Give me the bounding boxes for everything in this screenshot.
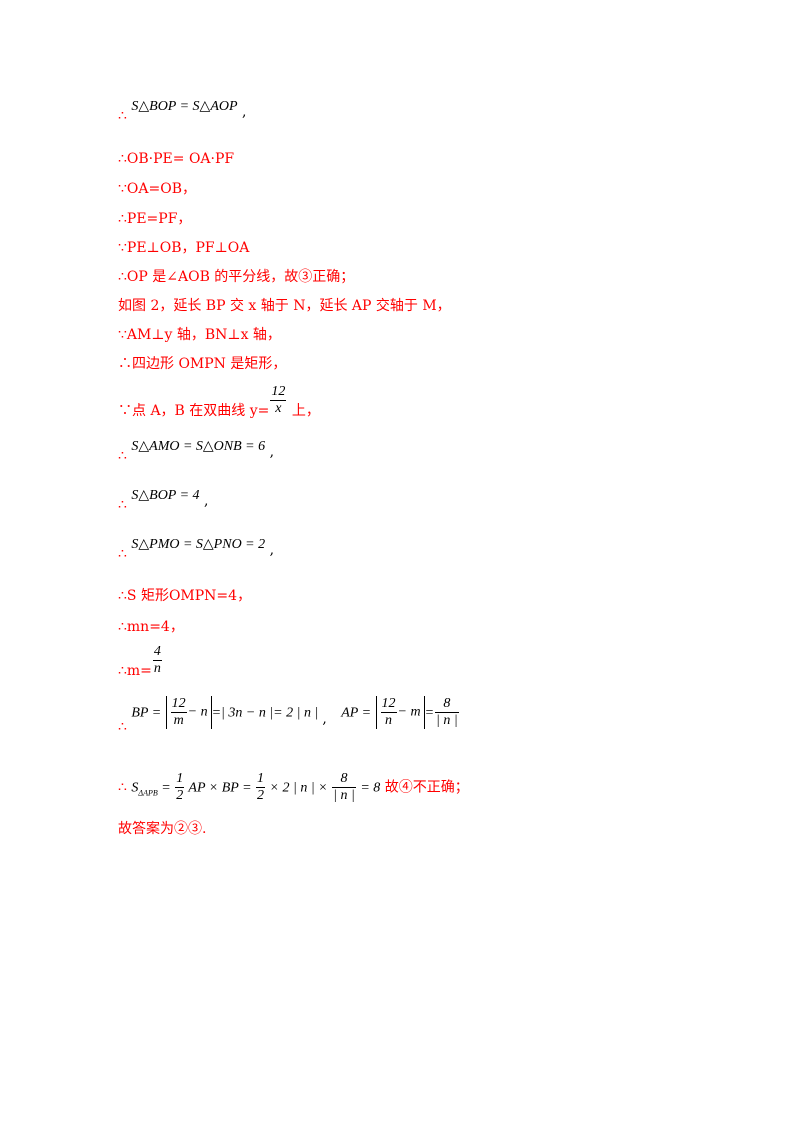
line-4: ∴PE=PF， [118,211,192,227]
fraction-numerator: 8 [332,771,356,788]
line-14: ∴S 矩形OMPN=4， [118,588,252,604]
line-11: ∴ S△AMO = S△ONB = 6 , [118,437,274,464]
line-7: 如图 2，延长 BP 交 x 轴于 N，延长 AP 交轴于 M， [118,298,451,314]
fraction-denominator: | n | [436,713,458,728]
equals-8: = 8 [356,780,381,796]
line-6: ∴OP 是∠AOB 的平分线，故③正确； [118,269,355,285]
fraction-denominator: n [385,713,393,728]
area-equation: S△BOP = 4 [131,488,200,503]
fraction-numerator: 1 [175,771,185,788]
fraction-denominator: | n | [333,788,355,803]
line-13: ∴ S△PMO = S△PNO = 2 , [118,535,274,562]
fraction-numerator: 4 [152,644,162,661]
therefore-symbol: ∴ [118,718,127,735]
line-1: ∴ S△BOP = S△AOP , [118,97,246,124]
fraction-numerator: 1 [256,771,266,788]
ap-abs-tail: − m [397,704,421,720]
therefore-symbol: ∴ [118,448,127,464]
therefore-symbol: ∴ [118,497,127,513]
bp-abs-tail: − n [187,704,208,720]
comma: , [269,542,275,558]
bp-result: =| 3n − n |= 2 | n | [211,705,319,721]
ap-equals: = [424,705,435,721]
therefore-symbol: ∴ [118,108,127,124]
line-8: ∵AM⊥y 轴，BN⊥x 轴， [118,327,281,343]
therefore-symbol: ∴ [118,546,127,562]
line-5: ∵PE⊥OB，PF⊥OA [118,240,250,256]
area-equation: S△PMO = S△PNO = 2 [131,537,266,552]
comma-separator: , [322,710,327,727]
ap-prefix: AP = [341,705,372,721]
fraction-numerator: 8 [435,696,459,713]
area-subscript: ΔAPB [138,788,158,798]
area-equation: S△BOP = S△AOP [131,99,238,114]
fraction-denominator: x [275,401,282,416]
line-19-answer: 故答案为②③. [118,821,207,837]
line-15: ∴mn=4， [118,619,184,635]
m-prefix: ∴m= [118,662,152,679]
fraction-numerator: 12 [270,384,287,401]
area-equation: S△AMO = S△ONB = 6 [131,439,266,454]
comma: , [204,493,209,509]
conclusion-text: 故④不正确； [380,779,469,796]
hyperbola-prefix: ∵点 A，B 在双曲线 y= [118,402,270,419]
bp-prefix: BP = [131,705,162,721]
line-3: ∵OA=OB， [118,181,196,197]
area-symbol: S [131,780,139,796]
fraction-8-over-abs-n: 8| n | [435,696,459,729]
comma: , [269,444,275,460]
fraction-numerator: 12 [380,696,397,713]
fraction-denominator: 2 [176,788,184,803]
fraction-numerator: 12 [170,696,187,713]
line-12: ∴ S△BOP = 4 , [118,486,208,513]
comma: , [241,104,247,120]
therefore-symbol: ∴ [118,779,127,796]
fraction-8-over-abs-n: 8| n | [332,771,356,804]
hyperbola-suffix: 上， [287,402,320,419]
times-2n: × 2 | n | × [266,780,332,796]
equals-1: = [157,780,175,796]
ap-times-bp: AP × BP = [185,780,256,796]
fraction-denominator: m [173,713,184,728]
line-9: ∴四边形 OMPN 是矩形， [118,356,287,372]
fraction-denominator: n [153,661,161,676]
fraction-denominator: 2 [257,788,265,803]
line-2: ∴OB·PE= OA·PF [118,151,235,167]
